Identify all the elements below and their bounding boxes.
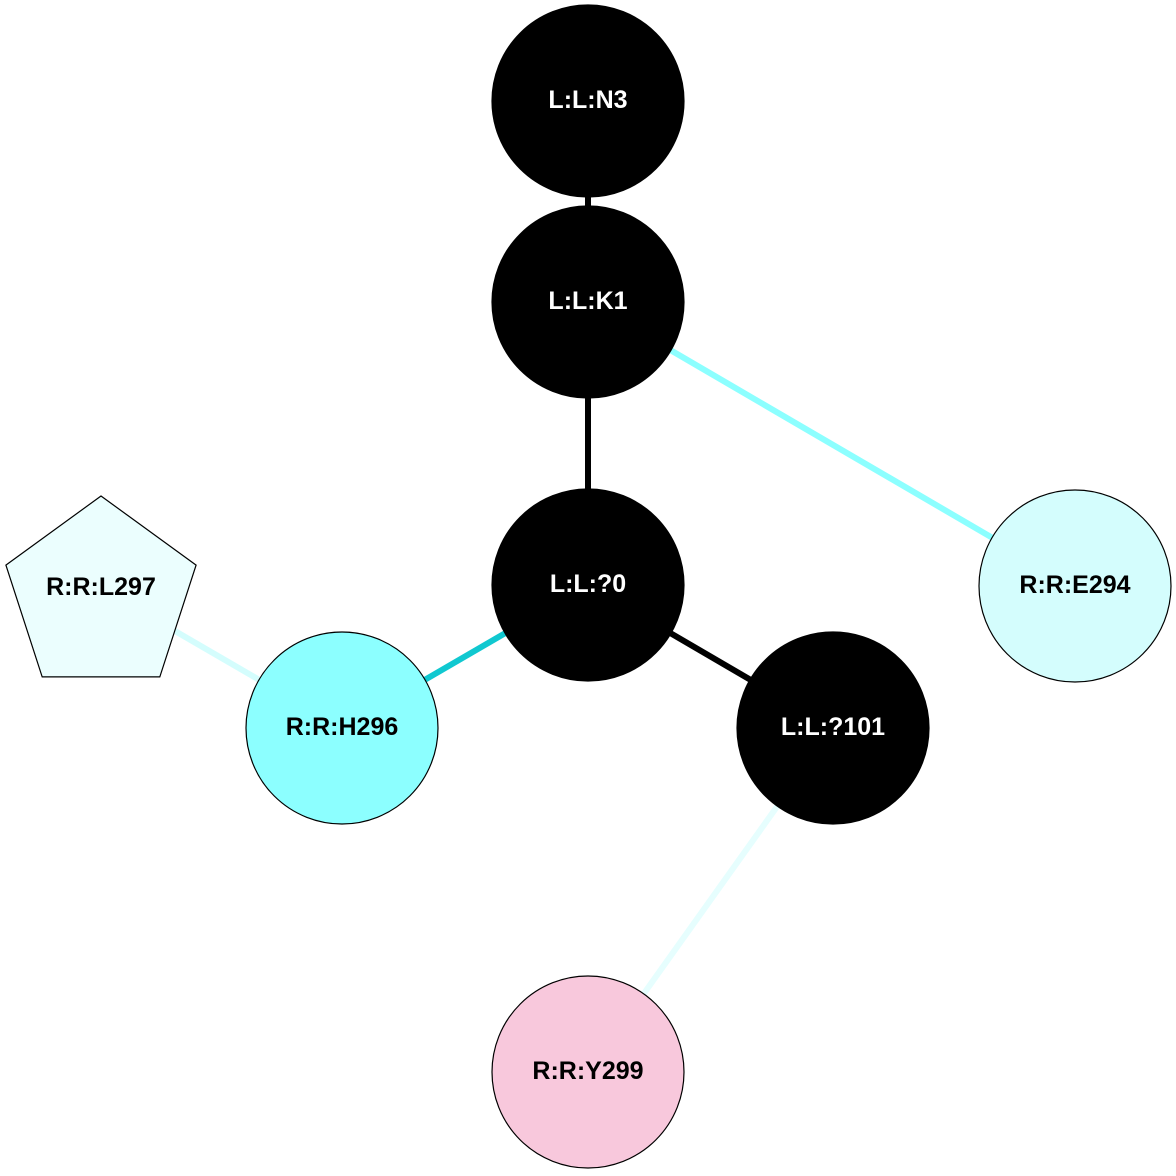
- circle-node-shape: [736, 631, 930, 825]
- circle-node-shape: [245, 631, 439, 825]
- circle-node-shape: [491, 205, 685, 399]
- node-label: L:L:N3: [548, 86, 627, 114]
- node-label: L:L:?0: [550, 570, 626, 598]
- node-label: R:R:L297: [46, 573, 156, 601]
- node-l-l-k1[interactable]: L:L:K1: [491, 205, 685, 399]
- node-r-r-h296[interactable]: R:R:H296: [245, 631, 439, 825]
- node-l-l-101[interactable]: L:L:?101: [736, 631, 930, 825]
- node-l-l-0[interactable]: L:L:?0: [491, 488, 685, 682]
- circle-node-shape: [491, 4, 685, 198]
- node-label: L:L:K1: [548, 287, 627, 315]
- circle-node-shape: [978, 489, 1172, 683]
- node-r-r-l297[interactable]: R:R:L297: [5, 495, 197, 678]
- circle-node-shape: [491, 488, 685, 682]
- node-r-r-e294[interactable]: R:R:E294: [978, 489, 1172, 683]
- pentagon-node-shape: [5, 495, 197, 678]
- nodes-layer: L:L:N3L:L:K1L:L:?0L:L:?101 R:R:E294R:R:H2…: [5, 4, 1172, 1169]
- node-label: L:L:?101: [781, 713, 885, 741]
- node-label: R:R:H296: [286, 713, 399, 741]
- node-l-l-n3[interactable]: L:L:N3: [491, 4, 685, 198]
- circle-node-shape: [491, 975, 685, 1169]
- node-label: R:R:Y299: [532, 1057, 643, 1085]
- node-label: R:R:E294: [1019, 571, 1130, 599]
- node-r-r-y299[interactable]: R:R:Y299: [491, 975, 685, 1169]
